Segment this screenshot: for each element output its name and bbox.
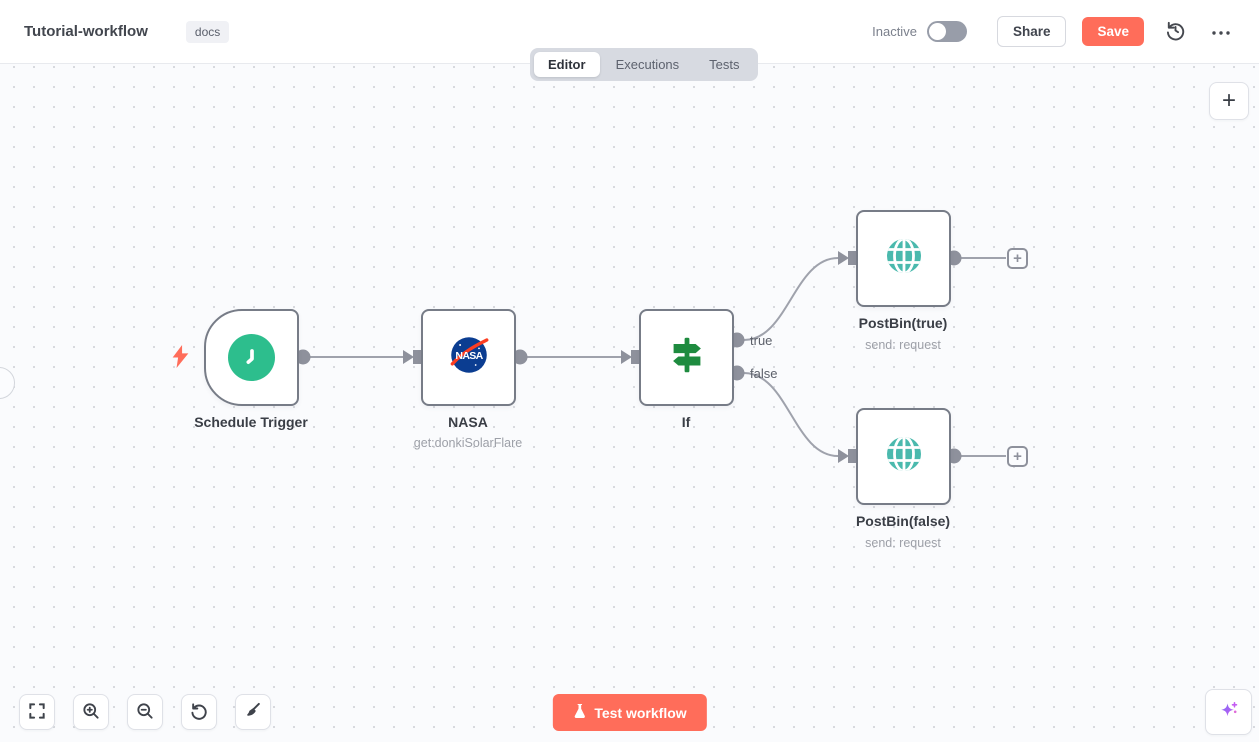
zoom-in-button[interactable] xyxy=(73,694,109,730)
activation-toggle[interactable] xyxy=(926,21,967,42)
output-port-schedule[interactable] xyxy=(295,349,311,365)
workflow-history-button[interactable] xyxy=(1160,15,1191,49)
broom-icon xyxy=(243,701,263,724)
node-postbin-false[interactable] xyxy=(856,408,951,505)
fit-view-icon xyxy=(27,701,47,724)
signpost-icon xyxy=(664,332,710,383)
nasa-logo-icon: NASA xyxy=(449,335,489,380)
ellipsis-icon xyxy=(1211,24,1231,39)
input-port-nasa[interactable] xyxy=(413,350,421,364)
workflow-title[interactable]: Tutorial-workflow xyxy=(24,23,148,40)
node-label-postbin-false: PostBin(false) xyxy=(855,513,951,529)
port-label-true: true xyxy=(750,333,773,348)
zoom-to-fit-button[interactable] xyxy=(19,694,55,730)
header-actions: Inactive Share Save xyxy=(872,15,1235,49)
input-port-if[interactable] xyxy=(631,350,639,364)
header: Tutorial-workflow docs Inactive Share Sa… xyxy=(0,0,1259,64)
connection-layer xyxy=(295,250,1006,464)
node-label-postbin-true: PostBin(true) xyxy=(858,315,948,331)
node-schedule-trigger[interactable] xyxy=(204,309,299,406)
node-subtitle-postbin-false: send: request xyxy=(865,536,941,550)
add-node-button[interactable]: + xyxy=(1209,82,1249,120)
undo-arrow-icon xyxy=(189,701,209,724)
history-icon xyxy=(1164,19,1187,45)
zoom-out-button[interactable] xyxy=(127,694,163,730)
node-nasa[interactable]: NASA xyxy=(421,309,516,406)
arrowhead-icon xyxy=(838,449,849,463)
add-node-after-postbin-true-button[interactable]: + xyxy=(1007,248,1028,269)
zoom-out-icon xyxy=(135,701,155,724)
node-subtitle-postbin-true: send: request xyxy=(865,338,941,352)
edge-if-true-to-postbin[interactable] xyxy=(743,257,839,341)
sparkles-icon xyxy=(1217,699,1241,726)
node-if[interactable] xyxy=(639,309,734,406)
tab-editor[interactable]: Editor xyxy=(534,52,600,77)
activation-status-label: Inactive xyxy=(872,24,917,39)
tab-tests[interactable]: Tests xyxy=(695,52,753,77)
edge-if-false-to-postbin[interactable] xyxy=(743,372,839,457)
port-label-false: false xyxy=(750,366,778,381)
more-options-button[interactable] xyxy=(1207,20,1235,43)
clock-icon xyxy=(228,334,275,381)
node-subtitle-nasa: get:donkiSolarFlare xyxy=(413,436,523,450)
node-label-if: If xyxy=(681,414,691,430)
input-port-postbin-false[interactable] xyxy=(848,449,856,463)
flask-icon xyxy=(572,703,586,722)
node-label-schedule-trigger: Schedule Trigger xyxy=(194,414,308,430)
test-workflow-label: Test workflow xyxy=(594,704,687,721)
trigger-bolt-icon xyxy=(172,345,189,368)
input-port-postbin-true[interactable] xyxy=(848,251,856,265)
add-node-after-postbin-false-button[interactable]: + xyxy=(1007,446,1028,467)
node-postbin-true[interactable] xyxy=(856,210,951,307)
globe-icon xyxy=(882,234,926,283)
arrowhead-icon xyxy=(838,251,849,265)
output-port-nasa[interactable] xyxy=(512,349,528,365)
toggle-knob xyxy=(928,23,946,40)
arrowhead-icon xyxy=(403,350,414,364)
svg-text:NASA: NASA xyxy=(455,350,483,362)
tidy-up-button[interactable] xyxy=(235,694,271,730)
node-label-nasa: NASA xyxy=(448,414,488,430)
share-button[interactable]: Share xyxy=(996,16,1067,47)
workflow-tag-docs[interactable]: docs xyxy=(185,20,230,43)
zoom-in-icon xyxy=(81,701,101,724)
save-button[interactable]: Save xyxy=(1082,17,1144,46)
ai-assistant-button[interactable] xyxy=(1205,689,1252,735)
view-tabs: Editor Executions Tests xyxy=(530,48,758,81)
arrowhead-icon xyxy=(621,350,632,364)
globe-icon xyxy=(882,432,926,481)
test-workflow-button[interactable]: Test workflow xyxy=(552,694,707,731)
reset-zoom-button[interactable] xyxy=(181,694,217,730)
workflow-canvas[interactable]: Schedule Trigger NASA NASA get:donkiSola… xyxy=(0,64,1259,742)
tab-executions[interactable]: Executions xyxy=(602,52,694,77)
